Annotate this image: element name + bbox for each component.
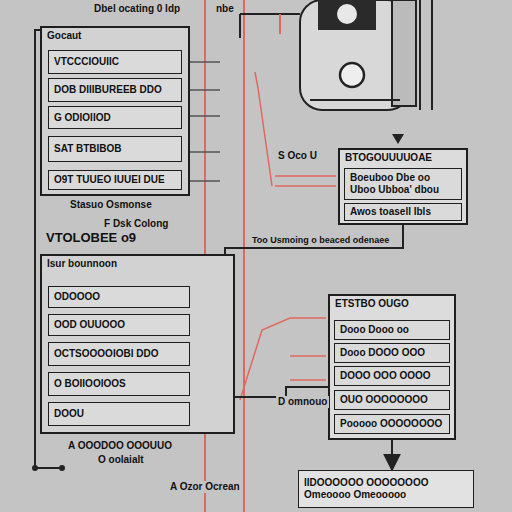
- info-box: ETSTBO OUGO Dooo Dooo oo Dooo DOOO OOO DOOO…: [328, 294, 456, 440]
- note-label: A Ozor Ocrean: [168, 481, 242, 493]
- note-label: D omnouo: [276, 396, 329, 408]
- row-box: Awos toasell Ibls: [344, 203, 462, 221]
- row-box: DOB DIIIBUREEB DDO: [48, 78, 182, 102]
- panel-group: GocautVTCCCIOUIIC DOB DIIIBUREEB DDO G ODI…: [40, 26, 190, 196]
- node-text: G ODIOIIOD: [49, 110, 181, 126]
- row-box: DOOU: [48, 402, 190, 426]
- row-box: ODOOOO: [48, 286, 190, 308]
- note-label: S Oco U: [276, 150, 319, 162]
- node-text: O BOIIOOIOOS: [49, 376, 189, 392]
- leader-lines: [190, 62, 220, 181]
- red-wire: [243, 0, 245, 512]
- node-text: Dooo DOOO OOO: [335, 345, 449, 361]
- row-box: Pooooo OOOOOOOO: [334, 414, 450, 434]
- row-box: OCTSOOOOIOBI DDO: [48, 342, 190, 366]
- node-text: ETSTBO OUGO: [330, 296, 454, 312]
- node-text: Pooooo OOOOOOOO: [335, 416, 449, 432]
- node-text: SAT BTBIBOB: [49, 141, 181, 157]
- note-label: nbe: [214, 3, 236, 15]
- node-text: OUO OOOOOOOO: [335, 392, 449, 408]
- terminal-dot: [32, 465, 38, 471]
- node-text: OOD OUUOOO: [49, 317, 189, 333]
- node-text: BTOGOUUUUOAE: [340, 150, 466, 166]
- node-text: ODOOOO: [49, 289, 189, 305]
- node-text: DOOU: [49, 406, 189, 422]
- node-text: Boeuboo Dbe oo Uboo Ubboa' dbou: [345, 170, 461, 198]
- row-box: OUO OOOOOOOO: [334, 390, 450, 410]
- node-text: Awos toasell Ibls: [345, 204, 461, 220]
- note-label: F Dsk Colong: [102, 218, 170, 230]
- node-text: O9T TUUEO IUUEI DUE: [49, 172, 181, 188]
- arrow-head: [392, 134, 404, 144]
- row-box: VTCCCIOUIIC: [48, 50, 182, 74]
- row-box: O9T TUUEO IUUEI DUE: [48, 170, 182, 190]
- panel-group: Isur bounnoonODOOOO OOD OUUOOO OCTSOOOOIOB…: [40, 254, 235, 434]
- info-box: BTOGOUUUUOAE Boeuboo Dbe oo Uboo Ubboa' d…: [338, 148, 468, 225]
- row-box: SAT BTBIBOB: [48, 136, 182, 162]
- node-text: Gocaut: [42, 28, 188, 44]
- note-label: A OOODOO OOOUUO: [66, 440, 174, 452]
- node-text: IIDOOOOOO OOOOOOOO Omeoooo Omeooooo: [299, 475, 473, 503]
- note-label: Too Usmoing o beaced odenaee: [250, 234, 391, 246]
- note-label: Dbel ocating 0 ldp: [92, 3, 182, 15]
- note-label: O oolaialt: [96, 454, 146, 466]
- node-text: Isur bounnoon: [42, 256, 233, 272]
- node-text: DOB DIIIBUREEB DDO: [49, 82, 181, 98]
- row-box: DOOO OOO OOOO: [334, 366, 450, 386]
- row-box: Dooo DOOO OOO: [334, 343, 450, 363]
- machine-drawing: [240, 0, 432, 110]
- note-label: Stasuo Osmonse: [68, 199, 154, 211]
- terminal-dot: [59, 465, 65, 471]
- row-box: Dooo Dooo oo: [334, 320, 450, 340]
- row-box: O BOIIOOIOOS: [48, 372, 190, 396]
- node-text: VTCCCIOUIIC: [49, 54, 181, 70]
- connector: [391, 440, 393, 470]
- node-text: Dooo Dooo oo: [335, 322, 449, 338]
- row-box: OOD OUUOOO: [48, 314, 190, 336]
- row-box: G ODIOIIOD: [48, 106, 182, 129]
- row-box: Boeuboo Dbe oo Uboo Ubboa' dbou: [344, 168, 462, 200]
- node-text: DOOO OOO OOOO: [335, 368, 449, 384]
- note-label: VTOLOBEE o9: [44, 232, 138, 244]
- connector: [225, 225, 403, 254]
- node-text: OCTSOOOOIOBI DDO: [49, 346, 189, 362]
- process-box: IIDOOOOOO OOOOOOOO Omeoooo Omeooooo: [298, 470, 474, 508]
